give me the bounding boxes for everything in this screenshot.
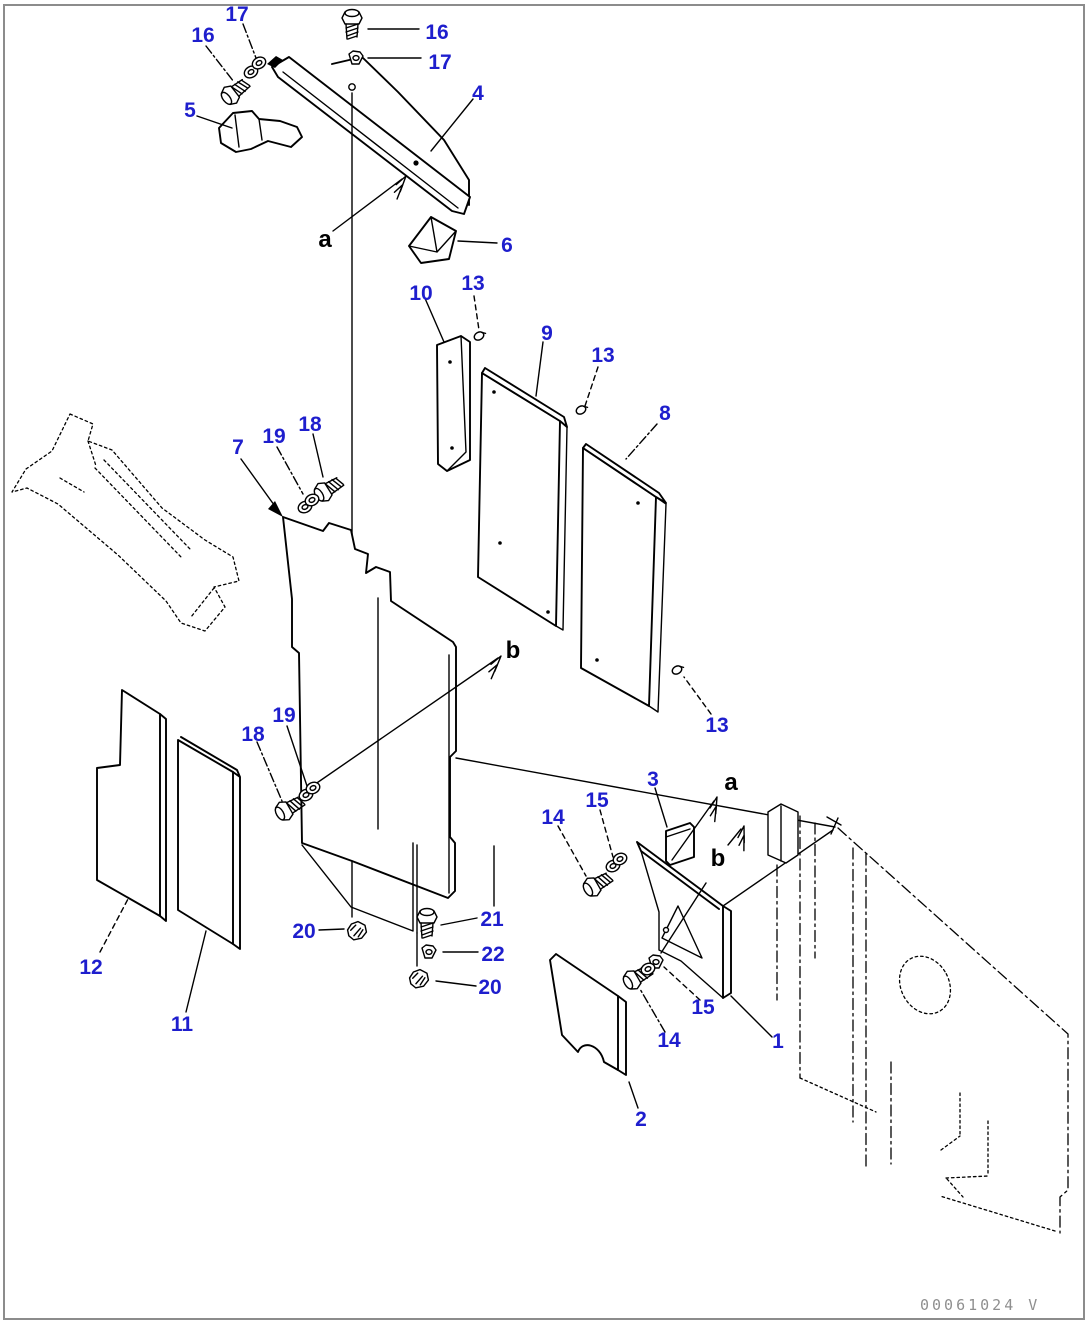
callout-14: 14 xyxy=(657,1029,681,1052)
view-label-b: b xyxy=(711,845,726,872)
callout-16: 16 xyxy=(191,24,214,47)
leaders-11-12 xyxy=(99,898,207,1013)
callout-20: 20 xyxy=(478,976,501,999)
callout-18: 18 xyxy=(298,413,322,436)
view-label-b: b xyxy=(506,637,521,664)
callout-1: 1 xyxy=(772,1030,784,1053)
callout-6: 6 xyxy=(501,234,513,257)
leaders-18-19-upper xyxy=(276,433,324,495)
view-letters: a b a b xyxy=(318,226,738,872)
view-label-a: a xyxy=(318,226,332,253)
callout-20: 20 xyxy=(292,920,315,943)
frame-hole xyxy=(898,955,952,1015)
washer-15-upper xyxy=(603,850,630,875)
callout-17: 17 xyxy=(428,51,451,74)
callout-7: 7 xyxy=(232,436,244,459)
clip-20-left xyxy=(345,919,369,942)
panel-8 xyxy=(580,443,667,713)
leaders-bottom-fasteners xyxy=(318,845,495,987)
nut-15-lower xyxy=(638,954,664,978)
leaders-14-15-upper xyxy=(557,809,614,877)
bracket-5 xyxy=(218,110,303,153)
wedge-6 xyxy=(408,216,457,264)
callout-8: 8 xyxy=(659,402,671,425)
phantom-removed-part xyxy=(11,413,240,632)
view-label-a: a xyxy=(724,769,738,796)
bolt-hole xyxy=(348,83,356,91)
callout-14: 14 xyxy=(541,806,565,829)
panel-2 xyxy=(549,953,639,1109)
callout-18: 18 xyxy=(241,723,265,746)
clip-13-second xyxy=(574,402,590,417)
callout-17: 17 xyxy=(225,3,248,26)
callout-15: 15 xyxy=(691,996,715,1019)
panel-11 xyxy=(177,736,241,950)
callout-16: 16 xyxy=(425,21,448,44)
callout-4: 4 xyxy=(472,82,484,105)
callout-2: 2 xyxy=(635,1108,647,1131)
leaders-18-19-lower xyxy=(256,725,308,802)
callout-11: 11 xyxy=(171,1013,194,1036)
callout-21: 21 xyxy=(480,908,504,931)
callout-15: 15 xyxy=(585,789,609,812)
callout-10: 10 xyxy=(409,282,432,305)
frame-channel xyxy=(767,803,799,864)
bolt-hole xyxy=(413,160,419,166)
nut-22 xyxy=(421,944,437,959)
clip-13-third xyxy=(670,662,686,677)
bolt-16-right xyxy=(341,8,363,40)
callout-5: 5 xyxy=(184,99,196,122)
machine-frame-phantom xyxy=(776,815,1069,1234)
panel-12 xyxy=(96,689,167,922)
drawing-number-watermark: 00061024 V xyxy=(920,1296,1040,1314)
callout-19: 19 xyxy=(262,425,285,448)
washer-19-upper xyxy=(295,491,322,516)
callout-13: 13 xyxy=(705,714,728,737)
leader-7 xyxy=(240,458,283,517)
leader-lines-top xyxy=(196,23,498,558)
nut-17-right xyxy=(348,50,364,65)
callout-13: 13 xyxy=(461,272,484,295)
washer-17-left xyxy=(241,54,269,81)
bolt-16-left xyxy=(216,73,254,110)
clip-20-right xyxy=(407,967,431,990)
panel-10 xyxy=(436,335,471,472)
plate-3 xyxy=(654,787,695,866)
bracket-1 xyxy=(636,841,773,1038)
bolt-14-upper xyxy=(579,867,617,901)
section-arrow-a-right xyxy=(671,796,729,861)
callout-19: 19 xyxy=(272,704,295,727)
leader-lines-mid xyxy=(423,295,712,715)
section-arrow-b-mid xyxy=(310,655,510,788)
bolt-21 xyxy=(416,907,438,939)
callout-13: 13 xyxy=(591,344,614,367)
callout-22: 22 xyxy=(481,943,504,966)
section-arrow-a-top xyxy=(332,175,415,232)
panel-4-upper-cover xyxy=(267,56,471,215)
panel-7-main-cover xyxy=(282,516,457,934)
callout-3: 3 xyxy=(647,768,659,791)
leaders-14-15-lower xyxy=(639,966,701,1033)
callout-12: 12 xyxy=(79,956,102,979)
panel-9 xyxy=(477,367,568,631)
callout-9: 9 xyxy=(541,322,553,345)
clip-13-first xyxy=(472,328,488,343)
